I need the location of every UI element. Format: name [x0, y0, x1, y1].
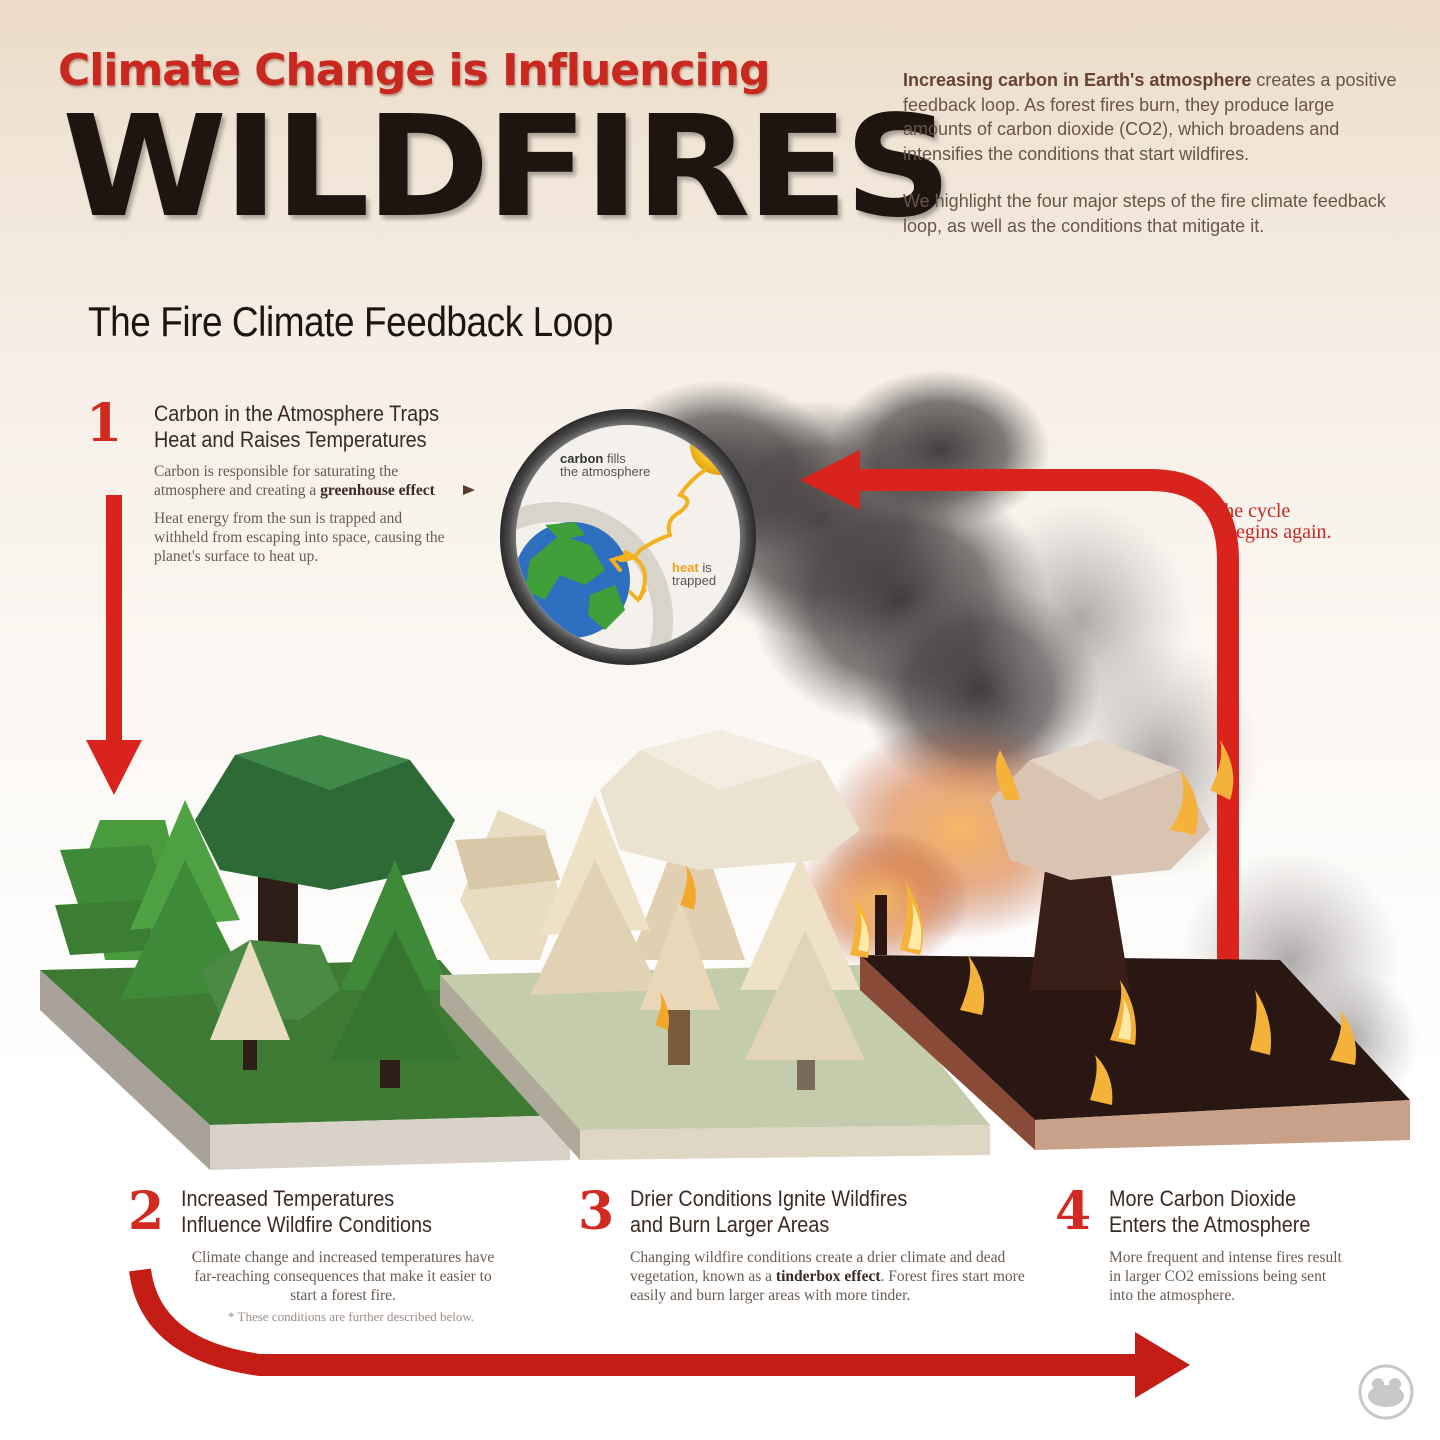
- intro-bold: Increasing carbon in Earth's atmosphere: [903, 70, 1252, 90]
- intro-rest: creates a positive feedback loop. As for…: [903, 70, 1397, 164]
- step-3-title: Drier Conditions Ignite Wildfires and Bu…: [630, 1186, 907, 1238]
- step-4-body: More frequent and intense fires result i…: [1109, 1249, 1342, 1304]
- step-4-title: More Carbon Dioxide Enters the Atmospher…: [1109, 1186, 1310, 1238]
- globe-heat-bold: heat: [672, 560, 699, 575]
- globe-lens: [500, 409, 756, 665]
- step-2-title-line-1: Increased Temperatures: [181, 1186, 395, 1211]
- step-2-number: 2: [128, 1181, 165, 1242]
- step-4-title-line-1: More Carbon Dioxide: [1109, 1186, 1297, 1211]
- header-title: WILDFIRES: [62, 86, 952, 249]
- step-3-number: 3: [578, 1181, 615, 1242]
- arrow-bottom-icon: [129, 1268, 1190, 1398]
- loop-heading: The Fire Climate Feedback Loop: [88, 298, 614, 345]
- forest-platform-dry: [440, 730, 990, 1160]
- cycle-label-line-1: The cycle: [1212, 500, 1291, 522]
- step-2-title: Increased Temperatures Influence Wildfir…: [181, 1186, 432, 1238]
- globe-heat-label: heat is trapped: [672, 561, 716, 587]
- step-3-body: Changing wildfire conditions create a dr…: [630, 1248, 1025, 1305]
- globe-carbon-line-2: the atmosphere: [560, 464, 651, 479]
- forest-platform-burnt: [850, 740, 1410, 1150]
- logo-icon: [1358, 1364, 1414, 1420]
- step-3-body-pre: Changing wildfire conditions create a dr…: [630, 1249, 1006, 1285]
- step-1-body-1-text: Carbon is responsible for saturating the…: [154, 463, 399, 499]
- step-1-title-line-1: Carbon in the Atmosphere Traps: [154, 401, 440, 426]
- step-2-title-line-2: Influence Wildfire Conditions: [181, 1212, 432, 1237]
- step-1-body-2: Heat energy from the sun is trapped and …: [154, 510, 445, 565]
- forest-platform-green: [40, 735, 570, 1170]
- step-1-body-1: Carbon is responsible for saturating the…: [154, 462, 469, 500]
- step-3-body-post: . Forest fires start more easily and bur…: [630, 1268, 1025, 1304]
- header-subtitle: Climate Change is Influencing: [58, 45, 770, 96]
- step-2-note: * These conditions are further described…: [228, 1309, 475, 1324]
- globe-heat-line-2: trapped: [672, 573, 717, 588]
- intro-paragraph-2: We highlight the four major steps of the…: [903, 191, 1386, 236]
- step-1-number: 1: [86, 393, 123, 454]
- step-3-title-line-1: Drier Conditions Ignite Wildfires: [630, 1186, 908, 1211]
- globe-heat-rest: is: [702, 560, 712, 575]
- cycle-label-line-2: begins again.: [1226, 521, 1332, 543]
- arrow-return-icon: [800, 450, 1239, 1010]
- step-1-title-line-2: Heat and Raises Temperatures: [154, 427, 427, 452]
- globe-carbon-label: carbon fills the atmosphere: [560, 452, 650, 478]
- step-3-body-bold: tinderbox effect: [775, 1268, 881, 1285]
- intro-paragraph-1: Increasing carbon in Earth's atmosphere …: [903, 68, 1403, 166]
- step-1-title: Carbon in the Atmosphere Traps Heat and …: [154, 401, 439, 453]
- step-1-body-1-bold: greenhouse effect: [320, 482, 435, 499]
- globe-carbon-bold: carbon: [560, 451, 604, 466]
- pointer-icon: [463, 485, 475, 495]
- step-4-number: 4: [1055, 1181, 1092, 1242]
- arrow-down-icon: [86, 495, 142, 795]
- step-3-title-line-2: and Burn Larger Areas: [630, 1212, 830, 1237]
- step-4-title-line-2: Enters the Atmosphere: [1109, 1212, 1311, 1237]
- step-2-body: Climate change and increased temperature…: [191, 1249, 495, 1304]
- globe-carbon-rest: fills: [606, 451, 626, 466]
